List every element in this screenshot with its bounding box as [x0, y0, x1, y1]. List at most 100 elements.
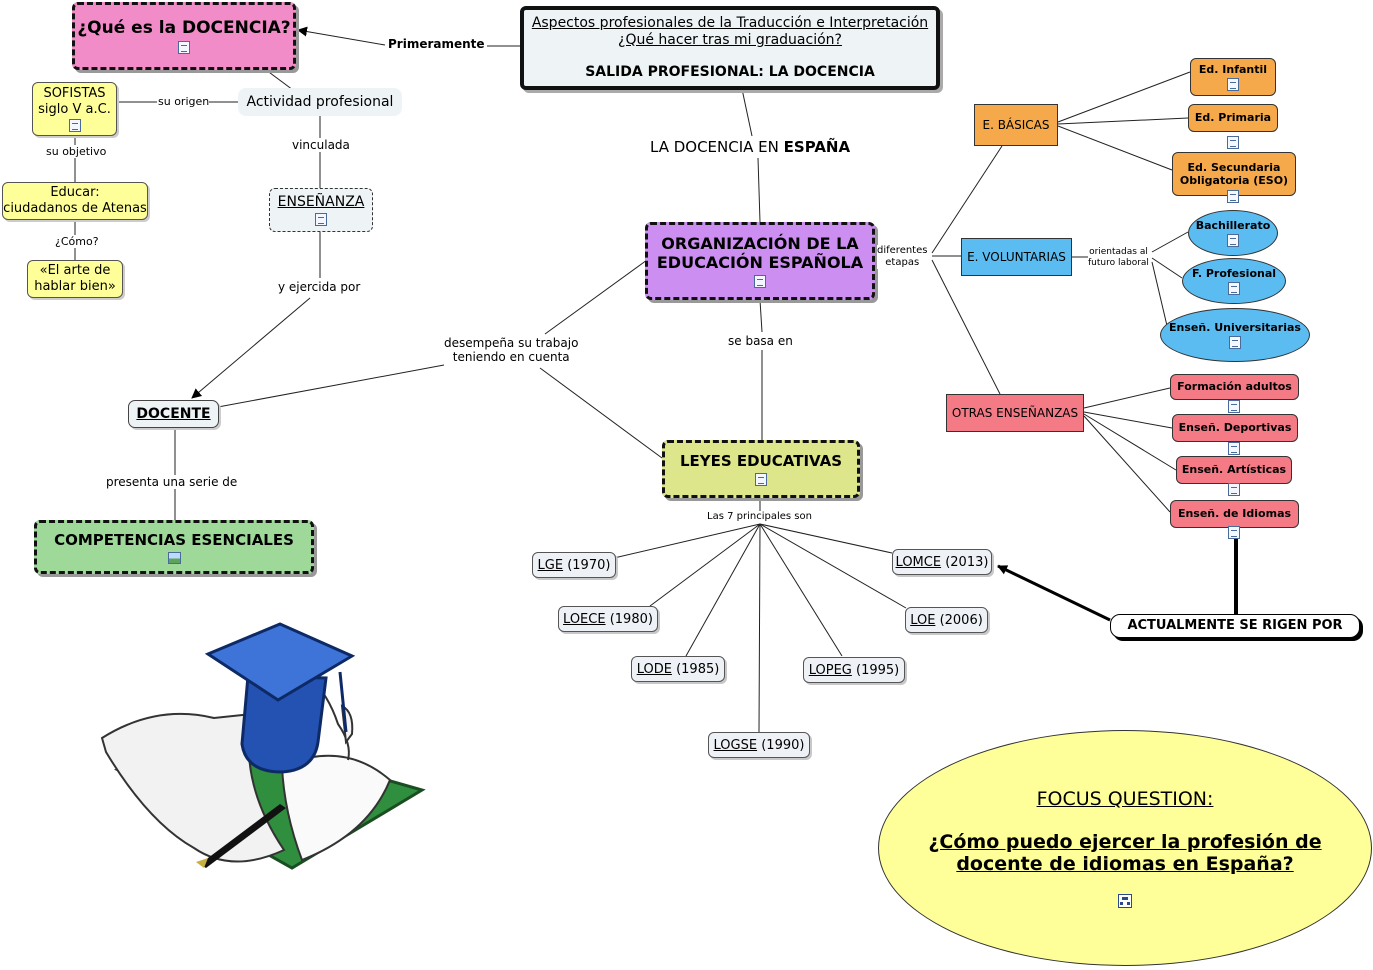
ed-primaria-label: Ed. Primaria [1194, 111, 1272, 125]
ed-secundaria-label-1: Ed. Secundaria [1187, 160, 1281, 174]
educar-label-1: Educar: [50, 185, 100, 201]
document-icon[interactable] [1228, 483, 1240, 496]
link-siete-lge [613, 523, 761, 559]
link-orientadas-fprofesional [1151, 257, 1183, 279]
ensen-deportivas-node[interactable]: Enseñ. Deportivas [1172, 414, 1298, 442]
universitarias-label: Enseñ. Universitarias [1169, 321, 1301, 335]
document-icon[interactable] [1228, 281, 1240, 295]
e-basicas-label: E. BÁSICAS [982, 117, 1050, 132]
law-name[interactable]: LOPEG [808, 662, 852, 678]
educar-node[interactable]: Educar: ciudadanos de Atenas [2, 182, 148, 220]
link-otras-artisticas [1083, 413, 1177, 471]
document-icon[interactable] [68, 118, 81, 132]
formacion-adultos-node[interactable]: Formación adultos [1170, 374, 1299, 400]
e-basicas-node[interactable]: E. BÁSICAS [974, 104, 1058, 146]
law-lode[interactable]: LODE (1985) [631, 656, 725, 682]
actualmente-node[interactable]: ACTUALMENTE SE RIGEN POR [1110, 614, 1360, 638]
document-icon[interactable] [1227, 190, 1239, 203]
docente-label[interactable]: DOCENTE [136, 405, 211, 422]
law-loe[interactable]: LOE (2006) [905, 607, 988, 633]
image-icon[interactable] [167, 551, 181, 564]
law-year: (1990) [761, 737, 805, 753]
competencias-node[interactable]: COMPETENCIAS ESENCIALES [34, 520, 314, 574]
concept-map-icon[interactable] [1118, 894, 1132, 909]
que-es-docencia-node[interactable]: ¿Qué es la DOCENCIA? [72, 2, 296, 70]
sofistas-node[interactable]: SOFISTAS siglo V a.C. [32, 82, 117, 136]
que-es-docencia-label: ¿Qué es la DOCENCIA? [77, 17, 291, 38]
focus-question-node[interactable]: FOCUS QUESTION: ¿Cómo puedo ejercer la p… [878, 730, 1372, 966]
law-logse[interactable]: LOGSE (1990) [708, 732, 810, 758]
header-line1[interactable]: Aspectos profesionales de la Traducción … [531, 14, 929, 31]
link-actualmente-lomce [997, 564, 1111, 622]
se-basa-label: se basa en [728, 334, 793, 349]
document-icon[interactable] [315, 212, 327, 226]
link-siete-loece [649, 523, 761, 607]
document-icon[interactable] [1227, 233, 1239, 247]
ensenanza-label[interactable]: ENSEÑANZA [277, 194, 365, 211]
law-name[interactable]: LODE [636, 661, 672, 677]
desempena-label: desempeña su trabajo teniendo en cuenta [444, 336, 579, 365]
universitarias-node[interactable]: Enseñ. Universitarias [1160, 308, 1310, 362]
sofistas-label-2: siglo V a.C. [38, 102, 111, 117]
ed-secundaria-label-2: Obligatoria (ESO) [1179, 174, 1289, 187]
arte-hablar-node[interactable]: «El arte de hablar bien» [27, 260, 123, 298]
docente-node[interactable]: DOCENTE [128, 400, 219, 428]
document-icon[interactable] [1228, 526, 1240, 539]
header-line2[interactable]: ¿Qué hacer tras mi graduación? [618, 31, 842, 48]
link-desempena-docente [217, 364, 445, 408]
law-year: (1995) [856, 662, 900, 678]
ensenanza-node[interactable]: ENSEÑANZA [269, 188, 373, 232]
law-name[interactable]: LOGSE [713, 737, 758, 753]
link-siete-lopeg [759, 523, 843, 657]
document-icon[interactable] [755, 473, 767, 486]
orientadas-label-1: orientadas al [1089, 247, 1148, 257]
bachillerato-node[interactable]: Bachillerato [1188, 210, 1278, 256]
organizacion-node[interactable]: ORGANIZACIÓN DE LA EDUCACIÓN ESPAÑOLA [645, 222, 875, 300]
como-label: ¿Cómo? [55, 235, 99, 249]
ensen-idiomas-node[interactable]: Enseñ. de Idiomas [1170, 500, 1299, 528]
link-siete-lode [685, 523, 761, 657]
leyes-node[interactable]: LEYES EDUCATIVAS [662, 440, 860, 498]
arte-hablar-label-1: «El arte de [39, 263, 111, 279]
e-voluntarias-label: E. VOLUNTARIAS [967, 249, 1066, 264]
law-lopeg[interactable]: LOPEG (1995) [803, 657, 905, 683]
law-year: (2006) [939, 612, 983, 628]
ensen-artisticas-node[interactable]: Enseñ. Artísticas [1176, 456, 1292, 484]
document-icon[interactable] [1227, 78, 1239, 92]
law-lge[interactable]: LGE (1970) [532, 552, 616, 578]
ed-infantil-node[interactable]: Ed. Infantil [1190, 58, 1276, 96]
law-name[interactable]: LOECE [563, 611, 606, 627]
document-icon[interactable] [754, 275, 766, 289]
document-icon[interactable] [1229, 335, 1241, 349]
actividad-profesional-node[interactable]: Actividad profesional [238, 88, 402, 116]
ed-secundaria-node[interactable]: Ed. Secundaria Obligatoria (ESO) [1172, 152, 1296, 196]
ensen-deportivas-label: Enseñ. Deportivas [1178, 421, 1292, 435]
leyes-label: LEYES EDUCATIVAS [679, 452, 843, 470]
document-icon[interactable] [1228, 400, 1240, 413]
actividad-profesional-label: Actividad profesional [246, 93, 394, 110]
link-siete-lomce [759, 523, 893, 554]
header-node[interactable]: Aspectos profesionales de la Traducción … [520, 6, 940, 90]
document-icon[interactable] [1227, 136, 1239, 149]
f-profesional-node[interactable]: F. Profesional [1182, 258, 1286, 304]
document-icon[interactable] [178, 41, 190, 55]
link-orientadas-bachillerato [1151, 231, 1189, 253]
link-orientadas-universitarias [1151, 261, 1169, 331]
siete-label: Las 7 principales son [707, 511, 812, 523]
law-name[interactable]: LOE [910, 612, 936, 628]
link-organizacion-desempena [544, 259, 648, 335]
educar-label-2: ciudadanos de Atenas [3, 201, 147, 216]
law-name[interactable]: LGE [537, 557, 564, 573]
law-name[interactable]: LOMCE [895, 554, 942, 570]
diferentes-label-1: diferentes [877, 245, 928, 256]
document-icon[interactable] [1228, 442, 1240, 455]
sofistas-label-1: SOFISTAS [43, 86, 106, 102]
ed-primaria-node[interactable]: Ed. Primaria [1188, 104, 1278, 132]
law-loece[interactable]: LOECE (1980) [558, 606, 658, 632]
law-lomce[interactable]: LOMCE (2013) [892, 549, 992, 575]
orientadas-label: orientadas al futuro laboral [1088, 247, 1149, 269]
link-docencia-organizacion [757, 157, 761, 223]
e-voluntarias-node[interactable]: E. VOLUNTARIAS [961, 238, 1072, 276]
otras-ensenanzas-node[interactable]: OTRAS ENSEÑANZAS [946, 394, 1084, 432]
